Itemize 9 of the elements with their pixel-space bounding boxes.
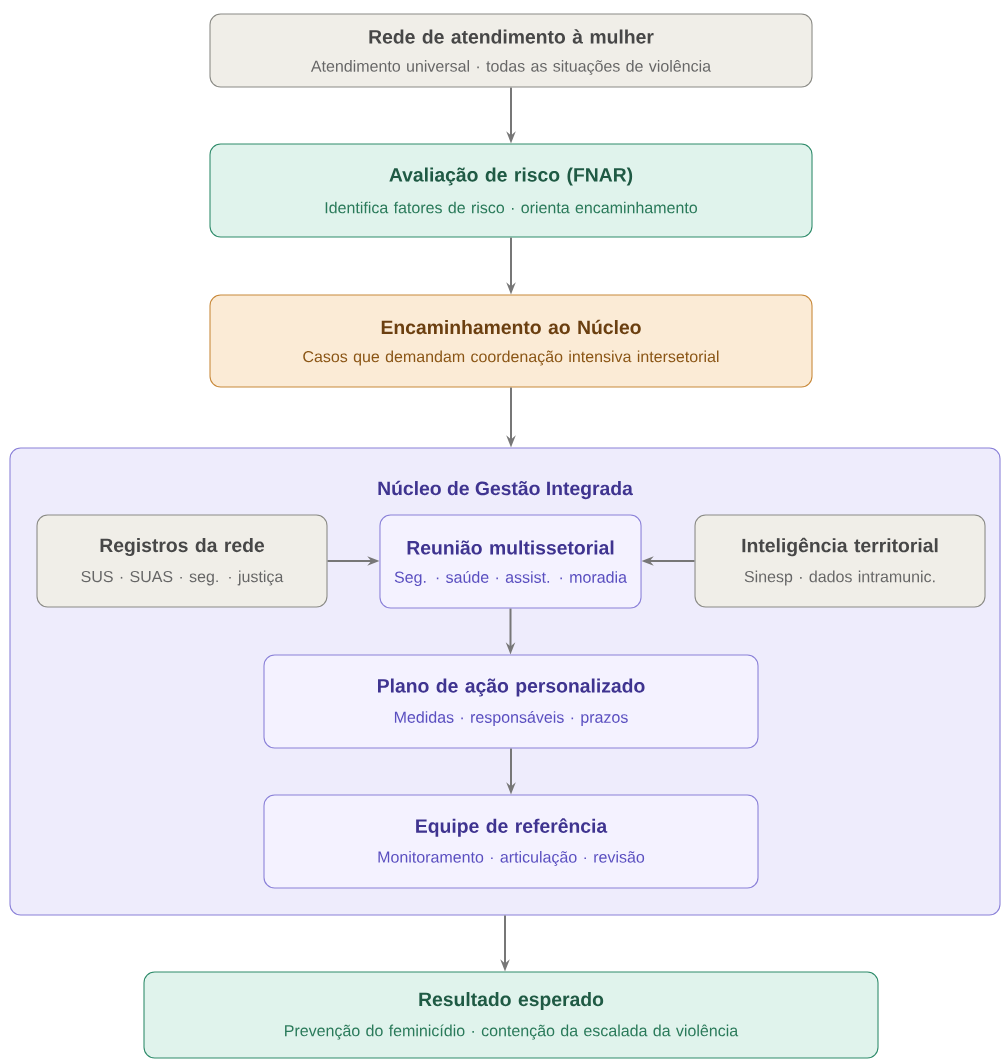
process-box: Reunião multissetorial Seg. · saúde · assist. · moradia bbox=[379, 514, 642, 609]
process-box: Rede de atendimento à mulher Atendimento universal · todas as situações de violência bbox=[209, 13, 813, 88]
process-box: Inteligência territorial Sinesp · dados intramunic. bbox=[694, 514, 986, 608]
process-box: Encaminhamento ao Núcleo Casos que demandam coordenação intensiva intersetorial bbox=[209, 294, 813, 388]
process-box: Plano de ação personalizado Medidas · responsáveis · prazos bbox=[263, 654, 759, 749]
process-box: Avaliação de risco (FNAR) Identifica fatores de risco · orienta encaminhamento bbox=[209, 143, 813, 238]
process-box: Resultado esperado Prevenção do feminicídio · contenção da escalada da violência bbox=[143, 971, 879, 1059]
process-box: Registros da rede SUS · SUAS · seg. · justiça bbox=[36, 514, 328, 608]
process-box: Equipe de referência Monitoramento · articulação · revisão bbox=[263, 794, 759, 889]
